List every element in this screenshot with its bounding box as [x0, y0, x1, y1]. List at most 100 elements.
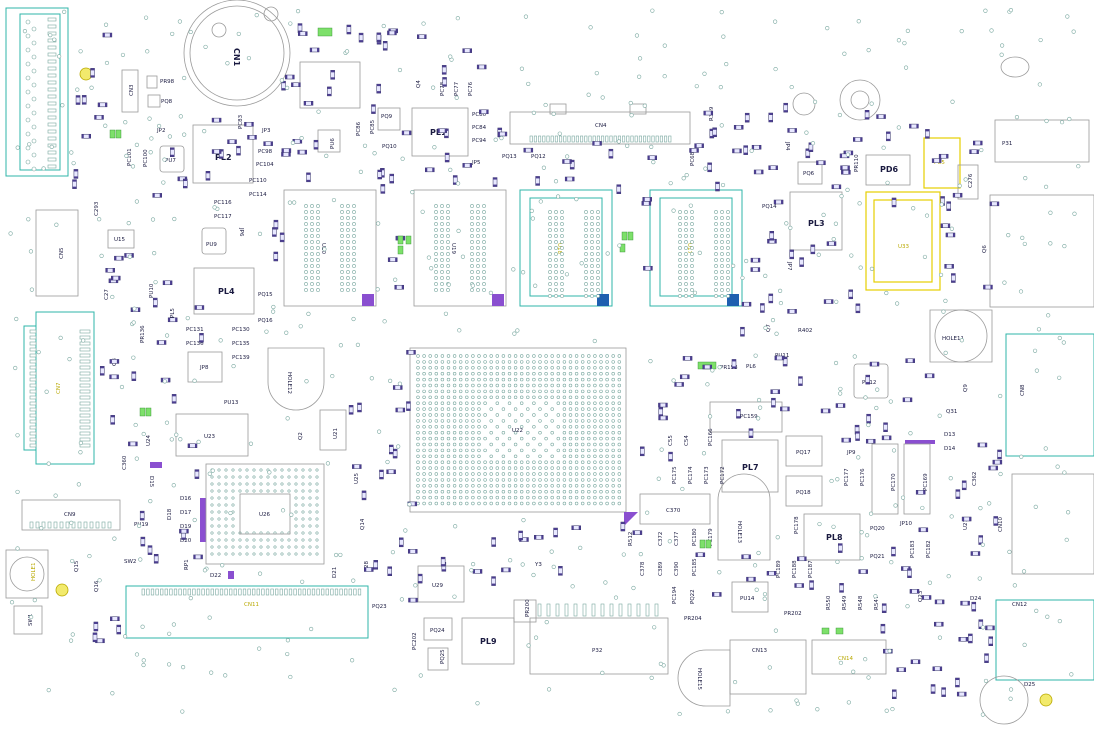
- bga-ball: [482, 264, 486, 268]
- bga-ball: [501, 383, 506, 388]
- bga-ball: [340, 216, 344, 220]
- bga-ball: [501, 354, 506, 358]
- connector-pin: [626, 135, 630, 143]
- bga-ball: [476, 246, 480, 250]
- bga-ball: [605, 442, 609, 447]
- smd-pad: [112, 268, 115, 273]
- smd-pad: [148, 545, 153, 548]
- bga-ball: [294, 524, 298, 528]
- via: [104, 60, 110, 66]
- smd-pad: [973, 141, 976, 146]
- connector-pin: [645, 603, 650, 617]
- bga-ball: [465, 466, 469, 470]
- via: [833, 360, 839, 366]
- bga-ball: [489, 442, 493, 447]
- smd-pad: [964, 692, 967, 697]
- smd-pad: [787, 128, 790, 133]
- bga-ball: [471, 472, 475, 476]
- connector-pin: [567, 135, 571, 143]
- bga-ball: [304, 276, 308, 280]
- via: [948, 476, 953, 481]
- bga-ball: [446, 431, 451, 435]
- via: [1033, 504, 1038, 509]
- bga-ball: [434, 372, 438, 376]
- via: [131, 320, 136, 325]
- smd-pad: [477, 64, 480, 69]
- r512-label: R512: [628, 532, 634, 546]
- smd-pad: [383, 41, 388, 44]
- bga-ball: [483, 389, 487, 394]
- via: [134, 142, 139, 147]
- bga-ball: [459, 419, 463, 423]
- bga-ball: [217, 475, 221, 479]
- smd-pad: [892, 204, 897, 207]
- via: [959, 338, 964, 343]
- bga-ball: [720, 270, 724, 274]
- bga-ball: [440, 490, 445, 494]
- via: [531, 572, 536, 578]
- bga-ball: [596, 222, 600, 226]
- pr202-label: PR202: [784, 611, 802, 617]
- smd-pad: [745, 113, 750, 116]
- bga-ball: [483, 354, 487, 358]
- bga-ball: [428, 425, 432, 429]
- smd-pad: [357, 409, 362, 412]
- bga-ball: [224, 524, 228, 528]
- bga-ball: [507, 383, 512, 388]
- bga-ball: [532, 401, 536, 405]
- pc130-label: PC130: [232, 327, 250, 333]
- connector-pin: [79, 413, 91, 418]
- bga-ball: [556, 360, 560, 364]
- bga-ball: [538, 372, 542, 376]
- pc169-label: PC169: [923, 473, 929, 491]
- bga-ball: [316, 264, 320, 268]
- via: [429, 266, 434, 271]
- smd-pad: [110, 415, 115, 418]
- bga-ball: [568, 448, 573, 453]
- via: [1064, 537, 1069, 542]
- bga-ball: [584, 234, 588, 238]
- smd-components-layer: [72, 23, 1003, 700]
- bga-ball: [483, 490, 487, 494]
- bga-ball: [580, 401, 585, 405]
- connector-pin: [302, 588, 306, 596]
- via: [67, 357, 72, 362]
- smd-pad: [752, 145, 755, 150]
- pq24-label: PQ24: [430, 628, 445, 634]
- bga-ball: [617, 425, 621, 429]
- smd-pad: [161, 378, 164, 383]
- bga-ball: [507, 472, 512, 476]
- smd-pad: [754, 169, 757, 174]
- via: [866, 422, 871, 428]
- via: [719, 10, 724, 15]
- bga-ball: [507, 413, 512, 417]
- via: [621, 552, 626, 557]
- c27-label: C27: [104, 289, 110, 300]
- bga-ball: [617, 460, 621, 464]
- d14-label: D14: [944, 446, 956, 452]
- pc175-label: PC175: [672, 466, 678, 484]
- bga-ball: [231, 517, 235, 521]
- via: [570, 584, 575, 589]
- via: [192, 378, 197, 383]
- bga-ball: [605, 448, 609, 453]
- bga-ball: [465, 454, 469, 458]
- smd-pad: [941, 687, 946, 690]
- smd-pad: [72, 179, 77, 182]
- bga-ball: [605, 501, 609, 506]
- bga-ball: [587, 436, 591, 441]
- via: [358, 169, 363, 175]
- bga-ball: [690, 270, 694, 274]
- bga-ball: [452, 436, 457, 441]
- connector-pin: [31, 82, 37, 88]
- bga-ball: [596, 246, 600, 250]
- via: [773, 19, 778, 24]
- bga-ball: [690, 210, 694, 214]
- bga-ball: [315, 482, 319, 486]
- bga-ball: [459, 431, 463, 435]
- bga-ball: [440, 389, 445, 394]
- bga-ball: [605, 425, 609, 429]
- via: [58, 335, 63, 341]
- smd-pad: [760, 310, 765, 313]
- u15-label: U15: [114, 237, 126, 243]
